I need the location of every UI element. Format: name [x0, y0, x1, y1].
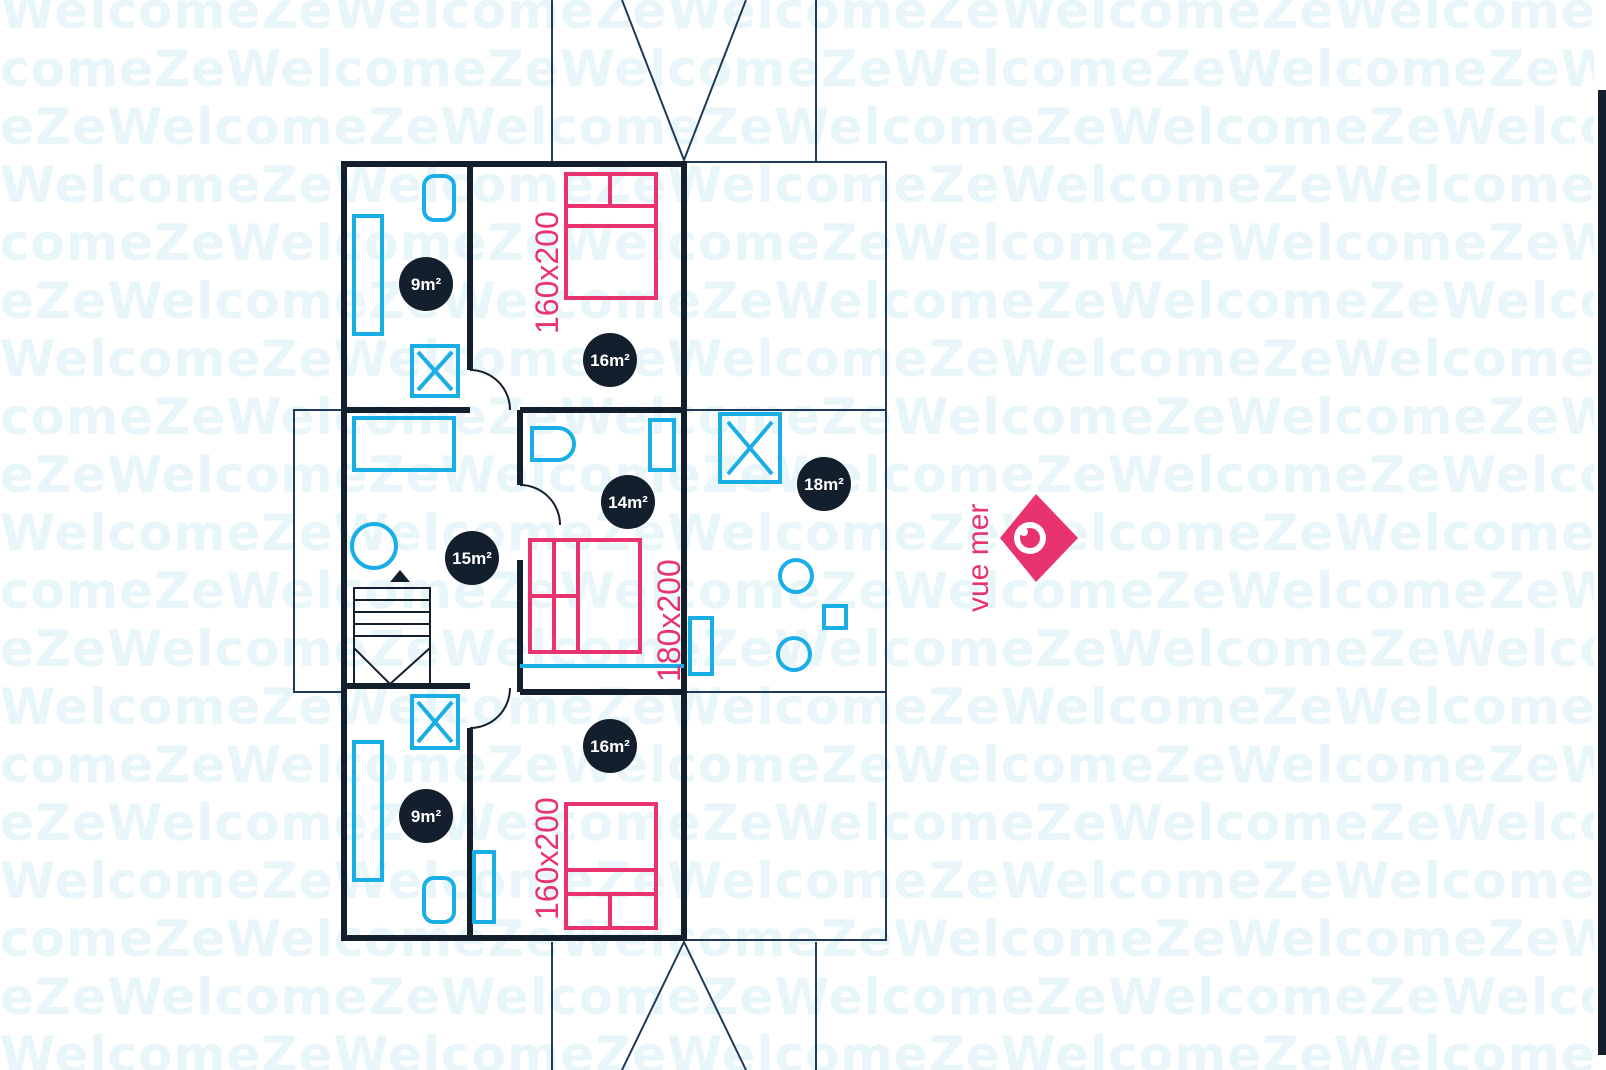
washbasin-icon — [350, 522, 398, 570]
sink-icon — [352, 214, 384, 336]
watermark-line: comeZeWelcomeZeWelcomeZeWelcomeZeWelcome… — [0, 214, 1606, 272]
bed-size-mid: 180x200 — [651, 559, 687, 682]
svg-text:14m²: 14m² — [608, 493, 648, 512]
watermark-line: WelcomeZeWelcomeZeWelcomeZeWelcomeZeWelc… — [0, 1026, 1606, 1070]
watermark-line: WelcomeZeWelcomeZeWelcomeZeWelcomeZeWelc… — [0, 852, 1606, 910]
sink-icon — [648, 418, 676, 472]
area-badge-bed-top: 16m² — [583, 333, 637, 387]
beds — [528, 172, 658, 930]
watermark-line: WelcomeZeWelcomeZeWelcomeZeWelcomeZeWelc… — [0, 0, 1606, 40]
door-arcs — [469, 258, 685, 848]
area-badge-bath-top: 9m² — [399, 257, 453, 311]
chair-icon — [776, 636, 812, 672]
area-badge-living: 18m² — [797, 457, 851, 511]
sideboard-icon — [688, 616, 714, 676]
bed-size-bottom: 160x200 — [529, 797, 565, 920]
table-icon — [822, 604, 848, 630]
area-badge-bed-bottom: 16m² — [583, 719, 637, 773]
watermark-line: comeZeWelcomeZeWelcomeZeWelcomeZeWelcome… — [0, 40, 1606, 98]
right-edge-bar — [1594, 0, 1606, 1070]
toilet-icon — [422, 876, 456, 924]
shower-icon — [410, 344, 460, 398]
watermark-line: WelcomeZeWelcomeZeWelcomeZeWelcomeZeWelc… — [0, 504, 1606, 562]
shower-icon — [410, 694, 460, 750]
svg-text:16m²: 16m² — [590, 737, 630, 756]
svg-text:16m²: 16m² — [590, 351, 630, 370]
watermark-line: comeZeWelcomeZeWelcomeZeWelcomeZeWelcome… — [0, 736, 1606, 794]
watermark-line: WelcomeZeWelcomeZeWelcomeZeWelcomeZeWelc… — [0, 156, 1606, 214]
svg-text:9m²: 9m² — [411, 807, 442, 826]
shelf-icon — [472, 850, 496, 924]
watermark-line: eZeWelcomeZeWelcomeZeWelcomeZeWelcomeZeW… — [0, 968, 1606, 1026]
watermark-line: eZeWelcomeZeWelcomeZeWelcomeZeWelcomeZeW… — [0, 272, 1606, 330]
toilet-icon — [530, 426, 576, 462]
bed-size-top: 160x200 — [529, 211, 565, 334]
area-badge-bath-bottom: 9m² — [399, 789, 453, 843]
area-badge-hall: 15m² — [445, 531, 499, 585]
area-badge-bed-mid: 14m² — [601, 475, 655, 529]
watermark-line: WelcomeZeWelcomeZeWelcomeZeWelcomeZeWelc… — [0, 678, 1606, 736]
watermark-line: eZeWelcomeZeWelcomeZeWelcomeZeWelcomeZeW… — [0, 98, 1606, 156]
eye-icon — [1000, 494, 1078, 582]
svg-text:9m²: 9m² — [411, 275, 442, 294]
view-label: vue mer — [962, 504, 995, 612]
watermark-line: WelcomeZeWelcomeZeWelcomeZeWelcomeZeWelc… — [0, 330, 1606, 388]
toilet-icon — [422, 174, 456, 222]
watermark-line: comeZeWelcomeZeWelcomeZeWelcomeZeWelcome… — [0, 388, 1606, 446]
plan-outline — [293, 0, 887, 1070]
sink-icon — [352, 740, 384, 882]
staircase — [353, 570, 431, 685]
chair-icon — [778, 558, 814, 594]
right-edge-bar-fill — [1598, 90, 1606, 1055]
svg-text:18m²: 18m² — [804, 475, 844, 494]
bathtub-icon — [352, 416, 456, 472]
area-badges: 9m² 16m² 15m² 14m² 18m² 16m² 9m² — [399, 257, 851, 843]
fixtures — [350, 174, 848, 924]
watermark-line: eZeWelcomeZeWelcomeZeWelcomeZeWelcomeZeW… — [0, 794, 1606, 852]
shower-icon — [718, 412, 782, 484]
svg-text:15m²: 15m² — [452, 549, 492, 568]
